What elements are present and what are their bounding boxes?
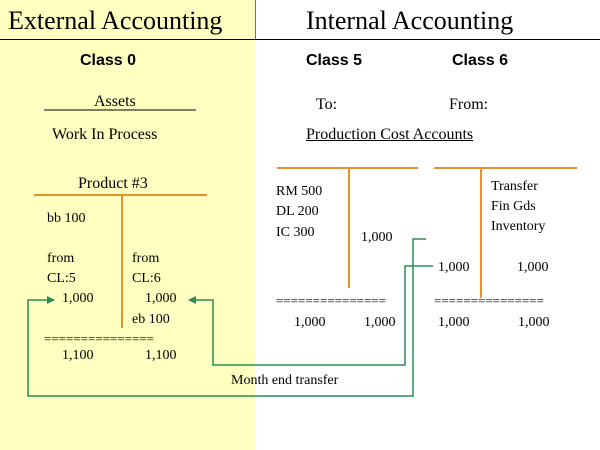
prod-cost-total-rule: ===============	[276, 293, 386, 308]
transfer-line-3: Inventory	[491, 219, 546, 234]
transfer-line-2: Fin Gds	[491, 199, 536, 214]
to-label: To:	[316, 96, 338, 113]
fin-goods-total-rule: ===============	[434, 293, 544, 308]
class-5-label: Class 5	[306, 52, 363, 69]
arrow-prod-cost-to-wip-credit	[188, 238, 426, 366]
prod-cost-ic: IC 300	[276, 225, 315, 240]
product-3-title: Product #3	[78, 175, 148, 192]
fin-goods-total-credit: 1,000	[518, 315, 550, 330]
fin-goods-debit-amount: 1,000	[438, 260, 470, 275]
assets-label: Assets	[94, 93, 136, 110]
arrow-fin-goods-to-wip-debit	[27, 265, 433, 397]
class-0-label: Class 0	[80, 52, 137, 69]
external-accounting-panel	[0, 0, 255, 450]
prod-cost-total-debit: 1,000	[294, 315, 326, 330]
wip-total-rule: ===============	[44, 331, 154, 346]
fin-goods-credit-amount: 1,000	[517, 260, 549, 275]
internal-accounting-title: Internal Accounting	[306, 6, 514, 35]
fin-goods-total-debit: 1,000	[438, 315, 470, 330]
wip-t-account	[34, 194, 207, 328]
finished-goods-t-account	[434, 167, 577, 298]
wip-total-credit: 1,100	[145, 348, 177, 363]
external-accounting-title: External Accounting	[8, 6, 223, 35]
header-divider-vertical	[255, 0, 256, 40]
work-in-process-label: Work In Process	[52, 126, 158, 143]
month-end-transfer-label: Month end transfer	[231, 373, 339, 388]
wip-debit-from: from	[47, 251, 75, 266]
prod-cost-total-credit: 1,000	[364, 315, 396, 330]
wip-debit-amount: 1,000	[62, 291, 94, 306]
header-divider-horizontal	[0, 39, 600, 40]
wip-credit-cl: CL:6	[132, 271, 161, 286]
prod-cost-credit-amount: 1,000	[361, 230, 393, 245]
wip-debit-cl: CL:5	[47, 271, 76, 286]
wip-debit-bb: bb 100	[47, 211, 86, 226]
transfer-line-1: Transfer	[491, 179, 538, 194]
prod-cost-rm: RM 500	[276, 184, 323, 199]
wip-credit-from: from	[132, 251, 160, 266]
production-cost-accounts-label: Production Cost Accounts	[306, 126, 474, 143]
wip-credit-eb: eb 100	[132, 312, 170, 327]
from-label: From:	[449, 96, 489, 113]
production-cost-t-account	[277, 167, 418, 288]
class-6-label: Class 6	[452, 52, 509, 69]
prod-cost-dl: DL 200	[276, 204, 319, 219]
wip-credit-amount: 1,000	[145, 291, 177, 306]
wip-total-debit: 1,100	[62, 348, 94, 363]
